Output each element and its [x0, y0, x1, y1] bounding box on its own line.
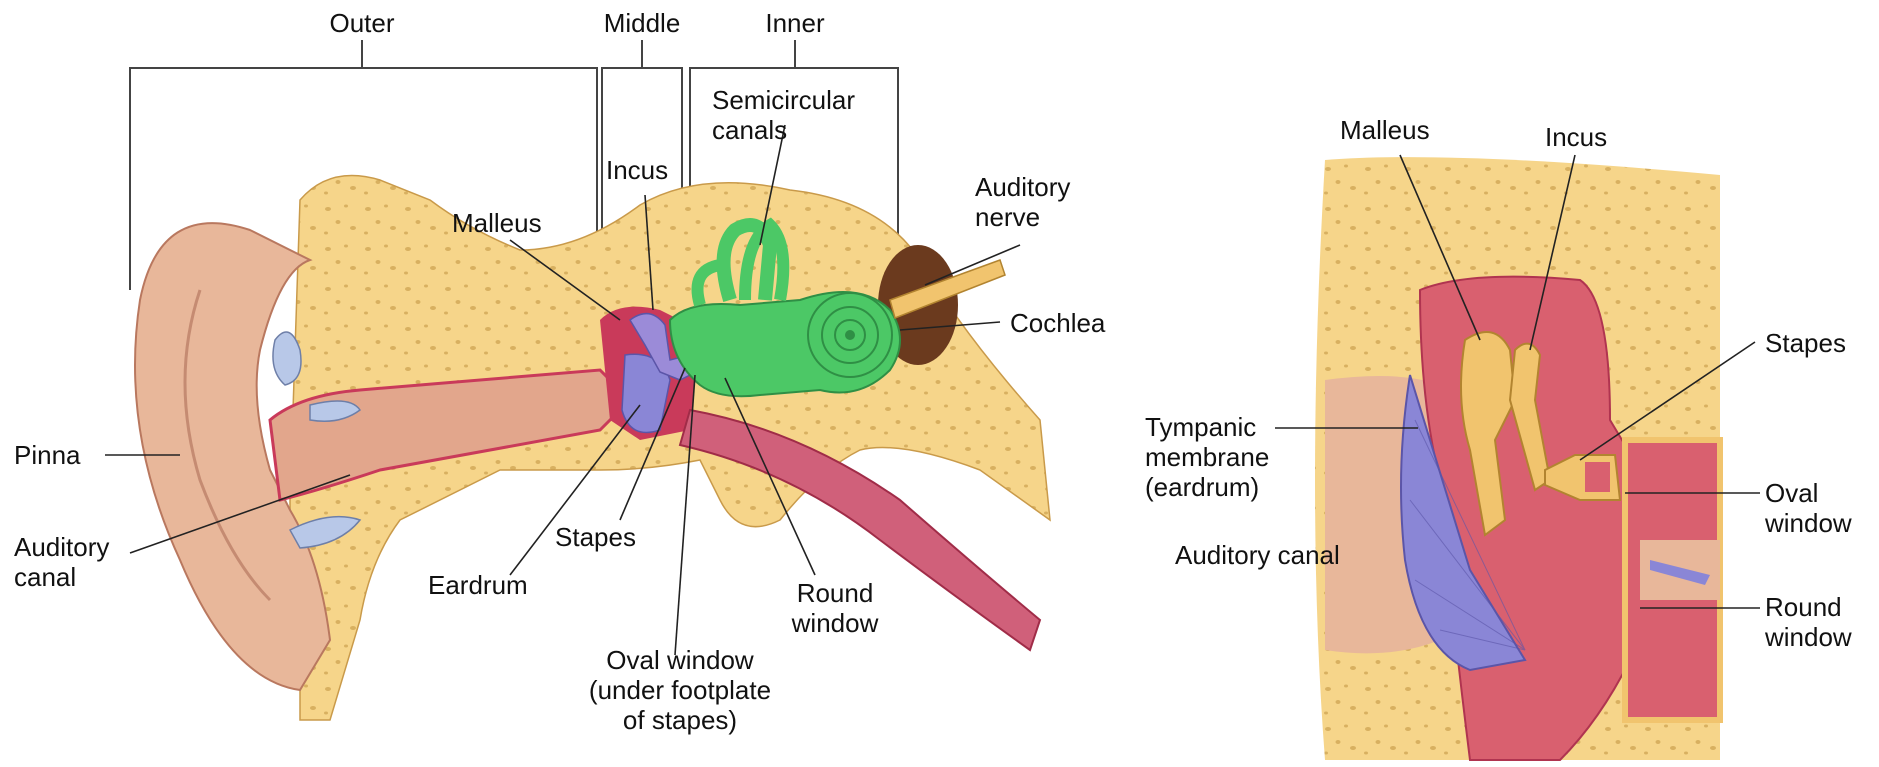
label-semicircular-canals: Semicircular canals — [712, 85, 855, 145]
label-incus: Incus — [606, 155, 668, 185]
middle-ear-detail-illustration — [1275, 155, 1760, 760]
whole-ear-illustration — [105, 40, 1050, 720]
region-label-outer: Outer — [310, 8, 414, 38]
detail-label-tympanic-membrane: Tympanic membrane (eardrum) — [1145, 412, 1269, 502]
label-auditory-canal: Auditory canal — [14, 532, 109, 592]
detail-label-incus: Incus — [1545, 122, 1607, 152]
detail-label-oval-window: Oval window — [1765, 478, 1852, 538]
label-auditory-nerve: Auditory nerve — [975, 172, 1070, 232]
label-pinna: Pinna — [14, 440, 81, 470]
cochlea-shape — [670, 292, 900, 396]
detail-label-stapes: Stapes — [1765, 328, 1846, 358]
label-round-window: Round window — [770, 578, 900, 638]
region-label-inner: Inner — [745, 8, 845, 38]
label-cochlea: Cochlea — [1010, 308, 1105, 338]
region-label-middle: Middle — [590, 8, 694, 38]
detail-label-round-window: Round window — [1765, 592, 1852, 652]
label-eardrum: Eardrum — [428, 570, 528, 600]
label-stapes: Stapes — [555, 522, 636, 552]
detail-label-auditory-canal: Auditory canal — [1175, 540, 1340, 570]
label-malleus: Malleus — [452, 208, 542, 238]
label-oval-window: Oval window (under footplate of stapes) — [560, 645, 800, 735]
detail-label-malleus: Malleus — [1340, 115, 1430, 145]
